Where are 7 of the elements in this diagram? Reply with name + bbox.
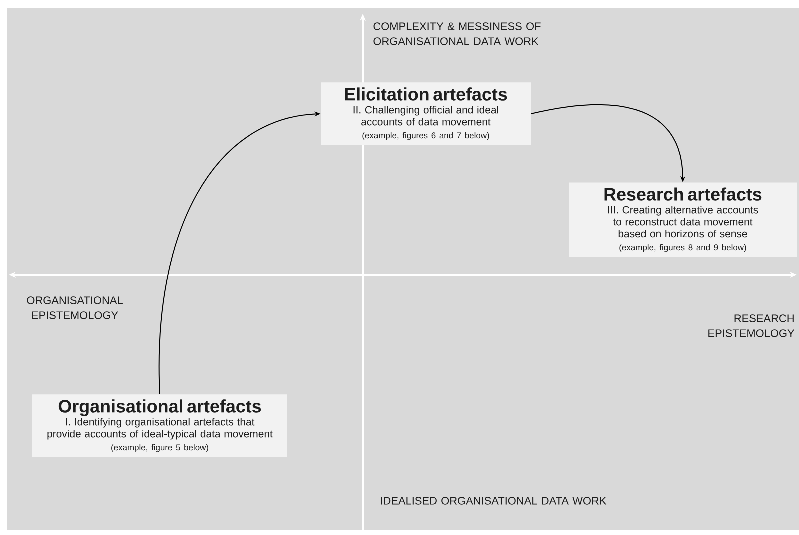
axis-label: RESEARCH EPISTEMOLOGY xyxy=(708,314,795,338)
artefact-box: Elicitation artefacts II. Challenging official and ideal accounts of data movement (example, figures 6 and 7 below) xyxy=(321,82,531,146)
axis-label: COMPLEXITY & MESSINESS OF ORGANISATIONAL DATA WORK xyxy=(374,22,541,46)
artefact-box: Organisational artefacts I. Identifying organisational artefacts that provide accounts of ideal-typical data movement (example, figure 5 below) xyxy=(32,394,288,458)
axis-label: IDEALISED ORGANISATIONAL DATA WORK xyxy=(381,497,607,505)
axis-label: ORGANISATIONAL EPISTEMOLOGY xyxy=(27,296,123,320)
artefact-box: Research artefacts III. Creating alternative accounts to reconstruct data movement based on horizons of sense (example, figures 8 and 9 below) xyxy=(569,182,797,258)
